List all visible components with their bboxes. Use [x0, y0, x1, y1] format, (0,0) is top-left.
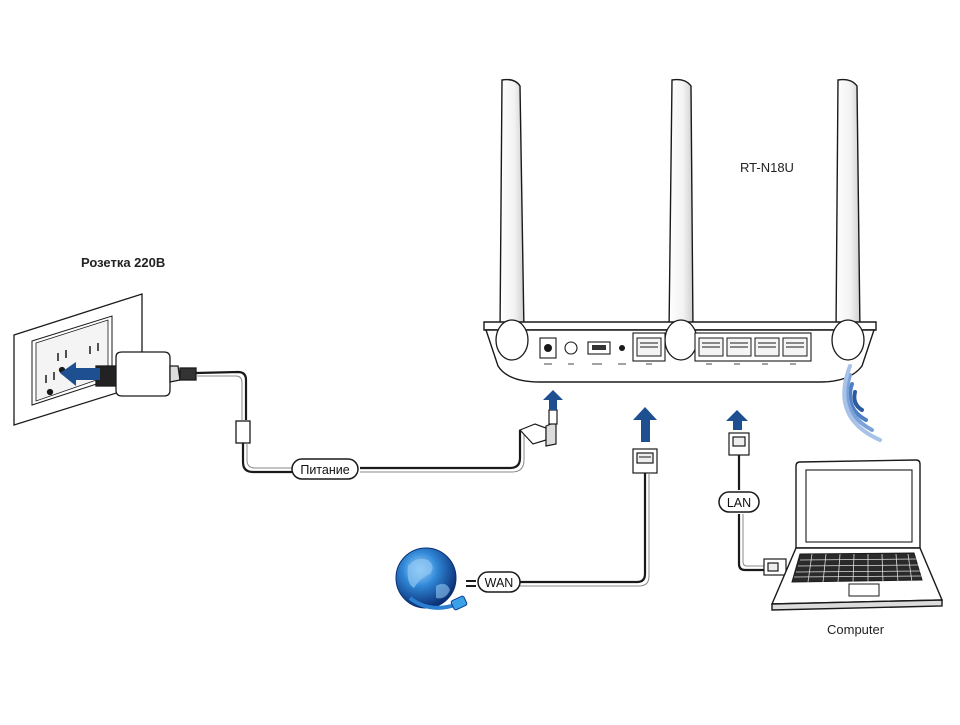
- lan-cable: [737, 455, 764, 572]
- computer-label: Computer: [827, 622, 885, 637]
- lan-arrow-icon: [726, 410, 748, 430]
- wall-socket-icon: [13, 293, 143, 426]
- internet-globe-icon: [395, 547, 468, 611]
- power-label: Питание: [300, 463, 349, 477]
- lan-laptop-plug-icon: [763, 558, 787, 576]
- lan-label-pill: LAN: [718, 491, 760, 513]
- power-label-pill: Питание: [291, 458, 359, 480]
- outlet-label: Розетка 220В: [81, 255, 165, 270]
- power-arrow-icon: [543, 390, 563, 410]
- router-model-label: RT-N18U: [740, 160, 794, 175]
- lan-label: LAN: [727, 496, 751, 510]
- wan-plug-icon: [632, 448, 658, 474]
- plug-in-arrow-icon: [60, 362, 100, 386]
- laptop-icon: [770, 459, 944, 611]
- wan-arrow-icon: [633, 407, 657, 442]
- wan-label-pill: WAN: [477, 571, 521, 593]
- wan-label: WAN: [485, 576, 514, 590]
- wireless-router-icon: [483, 78, 877, 383]
- power-plug-icon: [518, 409, 558, 447]
- power-cable: [360, 430, 525, 473]
- wifi-signal-icon: [842, 364, 882, 442]
- power-adapter-icon: [95, 351, 294, 474]
- wan-cable: [466, 473, 650, 587]
- lan-plug-icon: [728, 432, 750, 456]
